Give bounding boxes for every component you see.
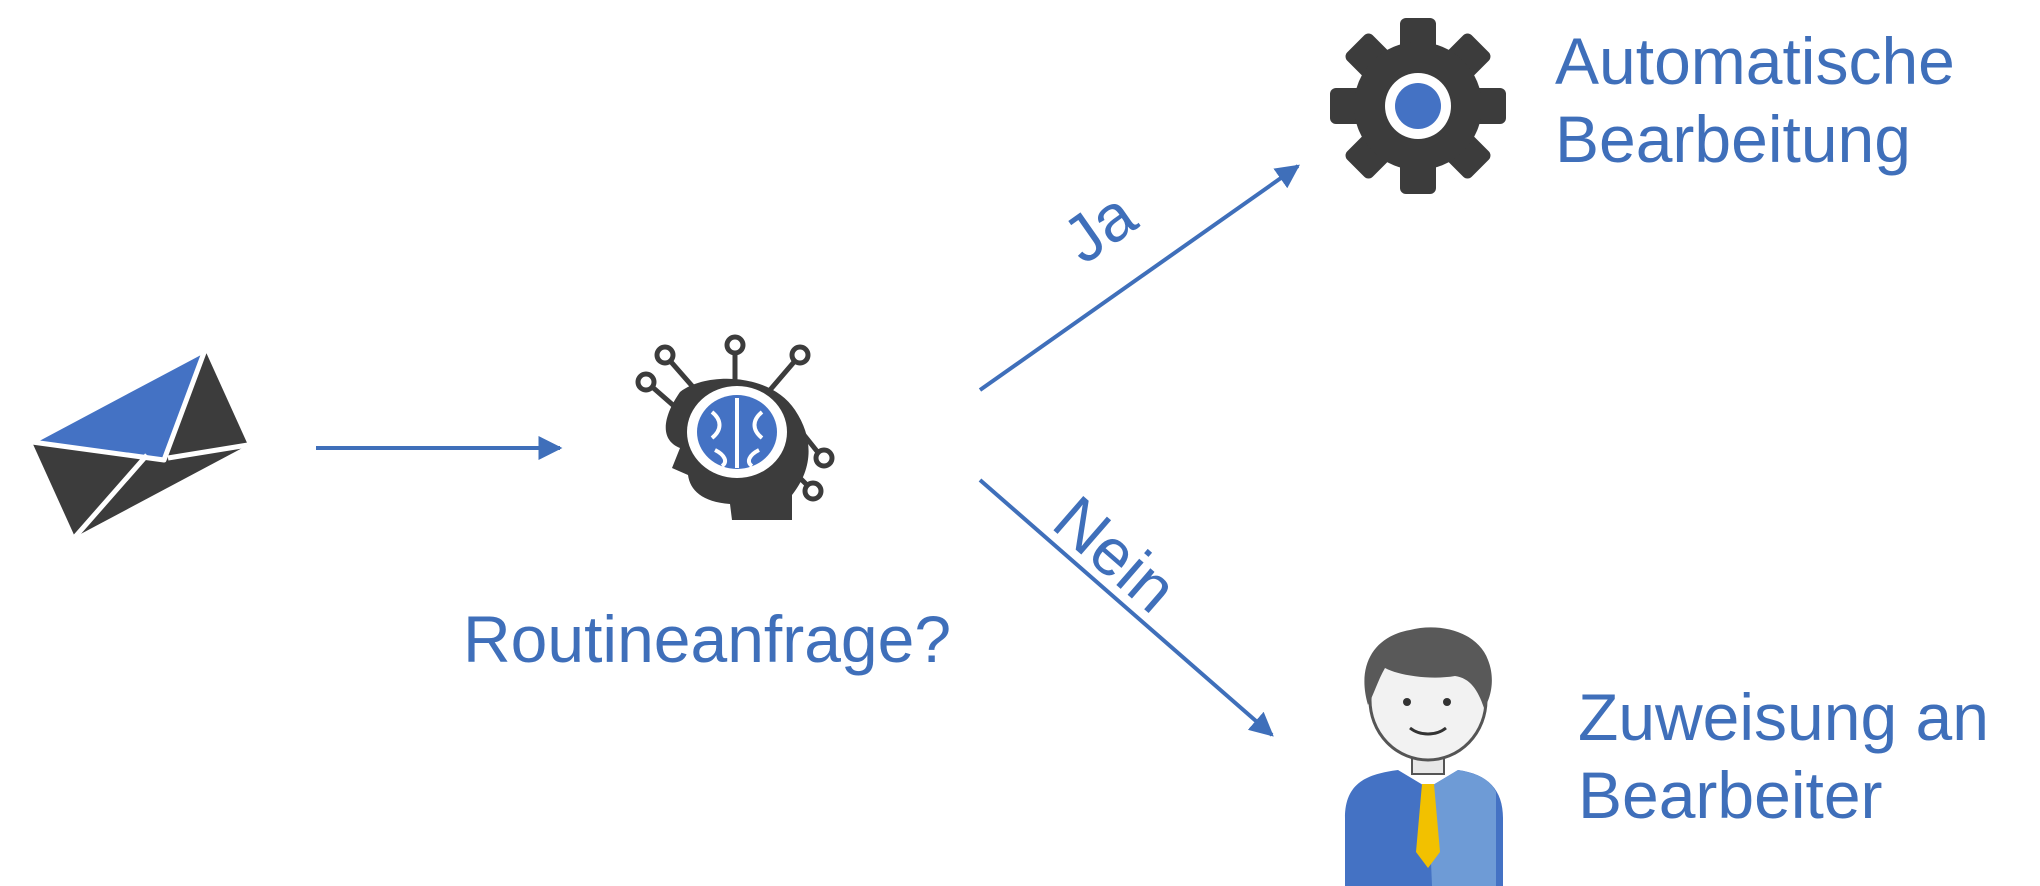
ai-brain-head-icon: [635, 334, 835, 520]
assign-to-agent-label-line2: Bearbeiter: [1578, 758, 1883, 832]
automatic-processing-label-line1: Automatische: [1555, 24, 1955, 98]
assign-to-agent-label-line1: Zuweisung an: [1578, 680, 1989, 754]
gear-icon: [1330, 18, 1506, 194]
arrow-yes: [978, 164, 1300, 392]
classifier-label: Routineanfrage?: [463, 602, 952, 676]
person-icon: [1345, 627, 1503, 886]
arrow-no: [978, 478, 1274, 737]
email-envelope-icon: [29, 347, 249, 539]
assign-to-agent-label: Zuweisung an Bearbeiter: [1578, 678, 1989, 834]
automatic-processing-label-line2: Bearbeitung: [1555, 102, 1911, 176]
automatic-processing-label: Automatische Bearbeitung: [1555, 22, 1955, 178]
